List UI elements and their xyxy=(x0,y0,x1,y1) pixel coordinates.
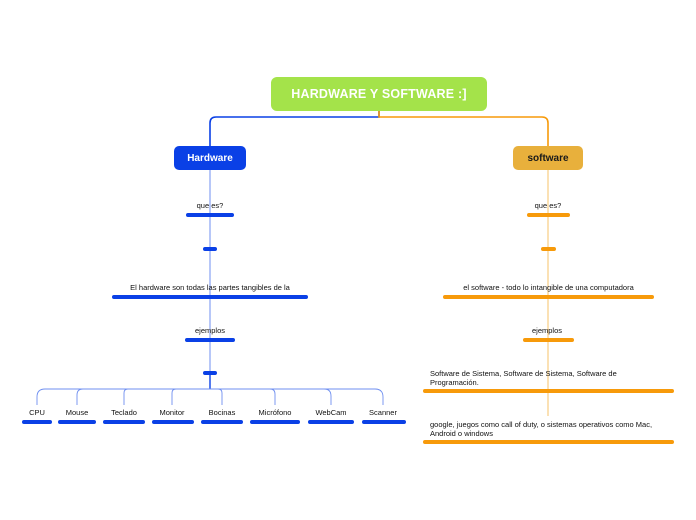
example-cpu-bar[interactable] xyxy=(22,420,52,424)
example-webcam-bar[interactable] xyxy=(308,420,354,424)
hardware-definition-bar[interactable] xyxy=(112,295,308,299)
root-node[interactable]: HARDWARE Y SOFTWARE :] xyxy=(271,77,487,111)
example-scanner-label: Scanner xyxy=(369,408,397,417)
hardware-definition-label: El hardware son todas las partes tangibl… xyxy=(130,283,290,292)
example-bocinas-bar[interactable] xyxy=(201,420,243,424)
connector-root-software xyxy=(378,111,549,146)
example-monitor-label: Monitor xyxy=(159,408,185,417)
example-mouse-bar[interactable] xyxy=(58,420,96,424)
software-title: software xyxy=(527,152,569,164)
hardware-empty-topic[interactable] xyxy=(203,247,217,251)
software-examples-label: ejemplos xyxy=(531,326,562,335)
hardware-question-bar[interactable] xyxy=(186,213,234,217)
hardware-title: Hardware xyxy=(187,152,233,164)
software-examples-bar[interactable] xyxy=(523,338,574,342)
hardware-examples-hub[interactable] xyxy=(203,371,217,375)
example-bocinas-label: Bocinas xyxy=(208,408,236,417)
example-microfono-label: Micrófono xyxy=(258,408,292,417)
example-scanner-bar[interactable] xyxy=(362,420,406,424)
software-types-bar[interactable] xyxy=(423,389,674,393)
software-empty-topic[interactable] xyxy=(541,247,556,251)
connector-root-hardware xyxy=(209,111,380,146)
software-examples-list-bar[interactable] xyxy=(423,440,674,444)
example-teclado-bar[interactable] xyxy=(103,420,145,424)
example-webcam-label: WebCam xyxy=(315,408,347,417)
example-cpu-label: CPU xyxy=(29,408,45,417)
connector-examples-fan xyxy=(36,388,384,405)
root-title: HARDWARE Y SOFTWARE :] xyxy=(291,87,467,101)
software-examples-list-label: google, juegos como call of duty, o sist… xyxy=(430,420,653,438)
example-monitor-bar[interactable] xyxy=(152,420,194,424)
example-microfono-bar[interactable] xyxy=(250,420,300,424)
hardware-examples-label: ejemplos xyxy=(194,326,225,335)
example-teclado-label: Teclado xyxy=(111,408,137,417)
software-node[interactable]: software xyxy=(513,146,583,170)
software-types-label: Software de Sistema, Software de Sistema… xyxy=(430,369,617,387)
software-definition-bar[interactable] xyxy=(443,295,654,299)
software-question-bar[interactable] xyxy=(527,213,570,217)
hardware-node[interactable]: Hardware xyxy=(174,146,246,170)
example-mouse-label: Mouse xyxy=(65,408,89,417)
software-question-label: que es? xyxy=(534,201,562,210)
hardware-question-label: que es? xyxy=(196,201,224,210)
hardware-examples-bar[interactable] xyxy=(185,338,235,342)
software-definition-label: el software - todo lo intangible de una … xyxy=(463,283,634,292)
